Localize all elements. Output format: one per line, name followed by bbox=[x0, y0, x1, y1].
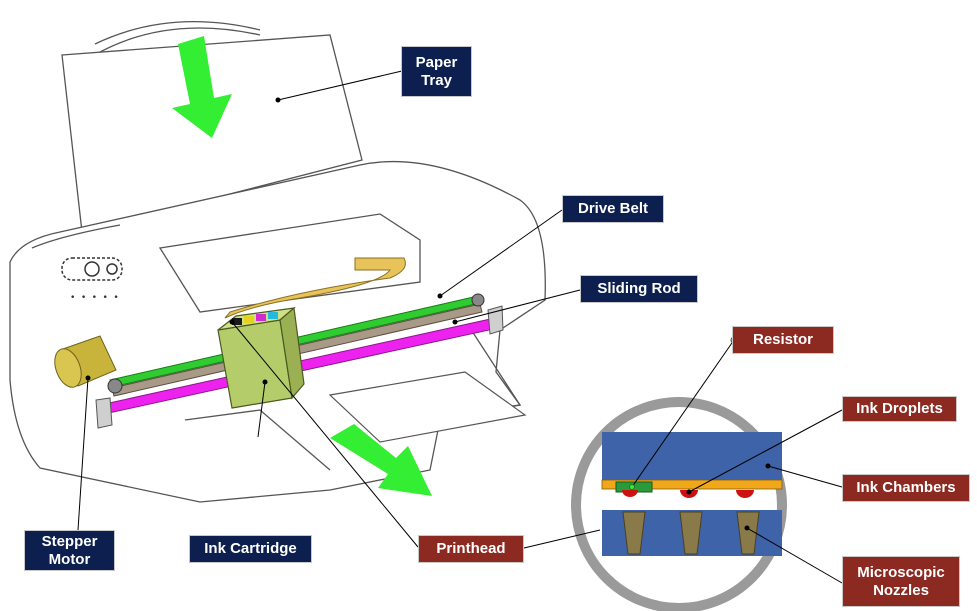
label-paper-tray: Paper Tray bbox=[401, 46, 472, 97]
ink-cartridge bbox=[217, 306, 305, 409]
label-drive-belt: Drive Belt bbox=[562, 195, 664, 223]
output-paper bbox=[328, 371, 527, 443]
leader-lines bbox=[77, 70, 843, 584]
belt-pulley bbox=[471, 293, 485, 307]
paper-out-arrow bbox=[330, 424, 432, 496]
nozzle bbox=[736, 511, 760, 555]
label-ink-droplets: Ink Droplets bbox=[842, 396, 957, 422]
control-panel-icon: • • • • • bbox=[61, 257, 123, 303]
magnified-printhead-view bbox=[571, 397, 787, 611]
ink-chamber-block bbox=[602, 432, 782, 482]
label-resistor: Resistor bbox=[732, 326, 834, 354]
label-printhead: Printhead bbox=[418, 535, 524, 563]
motor-pulley bbox=[107, 378, 123, 394]
label-sliding-rod: Sliding Rod bbox=[580, 275, 698, 303]
ink-droplet bbox=[622, 490, 638, 497]
svg-text:• • • • •: • • • • • bbox=[70, 293, 119, 303]
label-microscopic-nozzles: Microscopic Nozzles bbox=[842, 556, 960, 607]
label-ink-chambers: Ink Chambers bbox=[842, 474, 970, 502]
orange-strip bbox=[601, 479, 783, 490]
label-stepper-motor: Stepper Motor bbox=[24, 530, 115, 571]
nozzle bbox=[622, 511, 646, 555]
nozzle bbox=[679, 511, 703, 555]
stepper-motor bbox=[54, 335, 117, 388]
paper-in-arrow bbox=[172, 36, 232, 138]
ink-droplet bbox=[736, 490, 754, 498]
rod-bracket-left bbox=[95, 397, 113, 429]
label-ink-cartridge: Ink Cartridge bbox=[189, 535, 312, 563]
ribbon-cable bbox=[224, 257, 406, 319]
